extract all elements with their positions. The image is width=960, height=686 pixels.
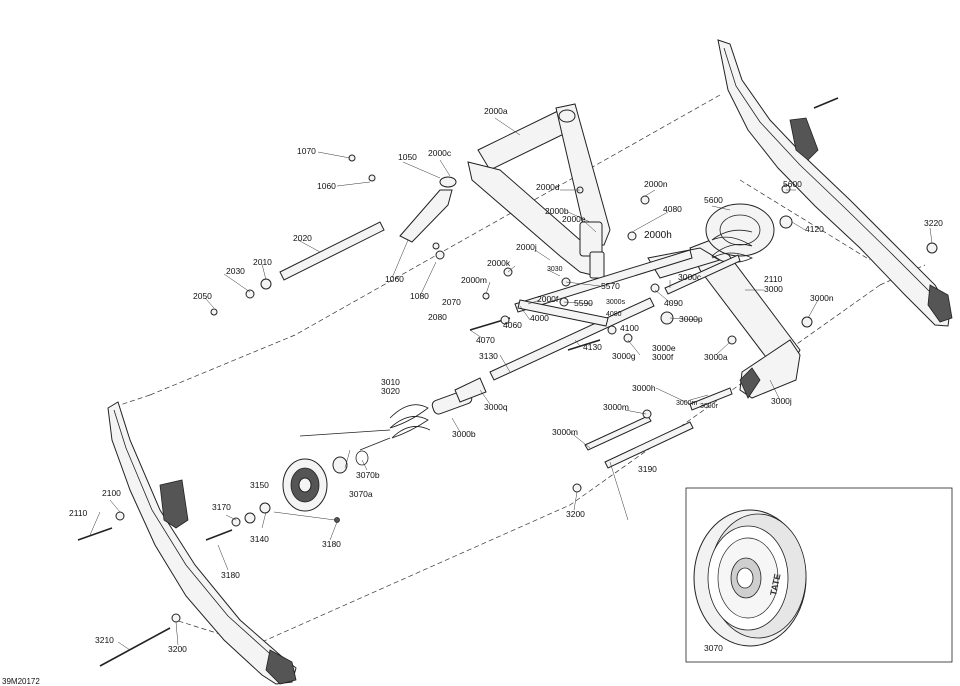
label-3000h: 3000h xyxy=(632,383,656,393)
label-3000f: 3000f xyxy=(652,352,674,362)
label-2000j: 2000j xyxy=(516,242,537,252)
right-slide-rail xyxy=(717,39,953,327)
label-2000a: 2000a xyxy=(484,106,508,116)
label-3130: 3140 xyxy=(250,534,269,544)
label-2050: 2050 xyxy=(193,291,212,301)
label-4080-upper: 4080 xyxy=(663,204,682,214)
label-3200-mid: 3200 xyxy=(566,509,585,519)
label-3000r: 3000q xyxy=(484,402,508,412)
shock-bracket xyxy=(399,176,457,243)
left-slide-rail xyxy=(107,401,297,685)
label-2000b: 2000b xyxy=(545,206,569,216)
label-3070a: 3070a xyxy=(349,489,373,499)
label-4130: 4120 xyxy=(805,224,824,234)
label-5600-left: 5600 xyxy=(704,195,723,205)
label-3000p: 3000n xyxy=(810,293,834,303)
label-2000c: 2000c xyxy=(428,148,452,158)
label-4000: 4000 xyxy=(530,313,549,323)
label-2000h: 2000h xyxy=(644,230,672,241)
label-3000s: 3000s xyxy=(606,299,626,306)
label-3170: 3170 xyxy=(212,502,231,512)
leader-lines xyxy=(89,117,933,651)
label-2110: 2110 xyxy=(69,508,88,518)
front-spring xyxy=(705,203,775,263)
label-2080: 2080 xyxy=(428,312,447,322)
label-2010: 2010 xyxy=(253,257,272,267)
label-2000n: 2000n xyxy=(644,179,668,189)
drawing-reference-code: 39M20172 xyxy=(2,677,40,686)
label-3070b: 3070b xyxy=(356,470,380,480)
label-2000d: 2000d xyxy=(536,182,560,192)
label-3010: 3010 xyxy=(381,377,400,387)
label-3200-bottom: 3200 xyxy=(168,644,187,654)
label-2000f: 2000f xyxy=(537,294,559,304)
label-3000d: 3000c xyxy=(678,272,702,282)
label-2000k: 2000k xyxy=(487,258,511,268)
label-2000e: 2000e xyxy=(562,214,586,224)
label-3000: 2110 xyxy=(764,274,783,284)
label-3120: 3130 xyxy=(479,351,498,361)
label-3030: 3030 xyxy=(547,266,563,273)
label-4100: 4100 xyxy=(620,323,639,333)
inset-wheel-detail: TATE 3070 xyxy=(685,487,953,663)
label-3140: 3150 xyxy=(250,480,269,490)
shafts xyxy=(77,97,839,667)
label-3210: 3210 xyxy=(95,635,114,645)
label-3000a: 3000 xyxy=(764,284,783,294)
part-labels: 1070 1060 1050 2000c 2000a 2020 2010 203… xyxy=(2,106,943,686)
inset-wheel-label: 3070 xyxy=(704,643,723,653)
label-3000c: 3000b xyxy=(452,429,476,439)
label-2020: 2020 xyxy=(293,233,312,243)
label-3190: 3190 xyxy=(638,464,657,474)
label-1050: 1050 xyxy=(398,152,417,162)
label-3000j: 3000j xyxy=(771,396,792,406)
label-1080: 1080 xyxy=(410,291,429,301)
center-spring xyxy=(299,389,473,451)
label-3220: 3220 xyxy=(924,218,943,228)
label-3020: 3020 xyxy=(381,386,400,396)
label-5590: 5590 xyxy=(574,298,593,308)
label-3180: 3180 xyxy=(221,570,240,580)
label-3000o: 3000r xyxy=(700,403,719,410)
label-4080-lower: 4080 xyxy=(606,311,622,318)
label-3000b: 3000a xyxy=(704,352,728,362)
label-4060: 4060 xyxy=(503,320,522,330)
label-3000n: 3000m xyxy=(552,427,578,437)
label-4090: 4090 xyxy=(664,298,683,308)
label-1060-lower: 1060 xyxy=(385,274,404,284)
front-arm-assembly xyxy=(467,103,611,279)
label-3000m: 3000m xyxy=(603,402,629,412)
label-5570: 5570 xyxy=(601,281,620,291)
label-1070: 1070 xyxy=(297,146,316,156)
idler-wheel xyxy=(282,450,369,512)
label-2000m: 2000m xyxy=(461,275,487,285)
label-2030: 2030 xyxy=(226,266,245,276)
label-2100: 2100 xyxy=(102,488,121,498)
label-1060-upper: 1060 xyxy=(317,181,336,191)
inset-wheel-rim-text: TATE xyxy=(768,573,782,597)
label-3000g: 3000g xyxy=(612,351,636,361)
label-3000i: 3000m xyxy=(676,400,698,407)
label-2070: 2070 xyxy=(442,297,461,307)
label-4070: 4070 xyxy=(476,335,495,345)
label-4120: 4130 xyxy=(583,342,602,352)
label-5600-right: 5600 xyxy=(783,179,802,189)
label-3000e: 3000e xyxy=(652,343,676,353)
label-3000q: 3000p xyxy=(679,314,703,324)
label-3150: 3180 xyxy=(322,539,341,549)
